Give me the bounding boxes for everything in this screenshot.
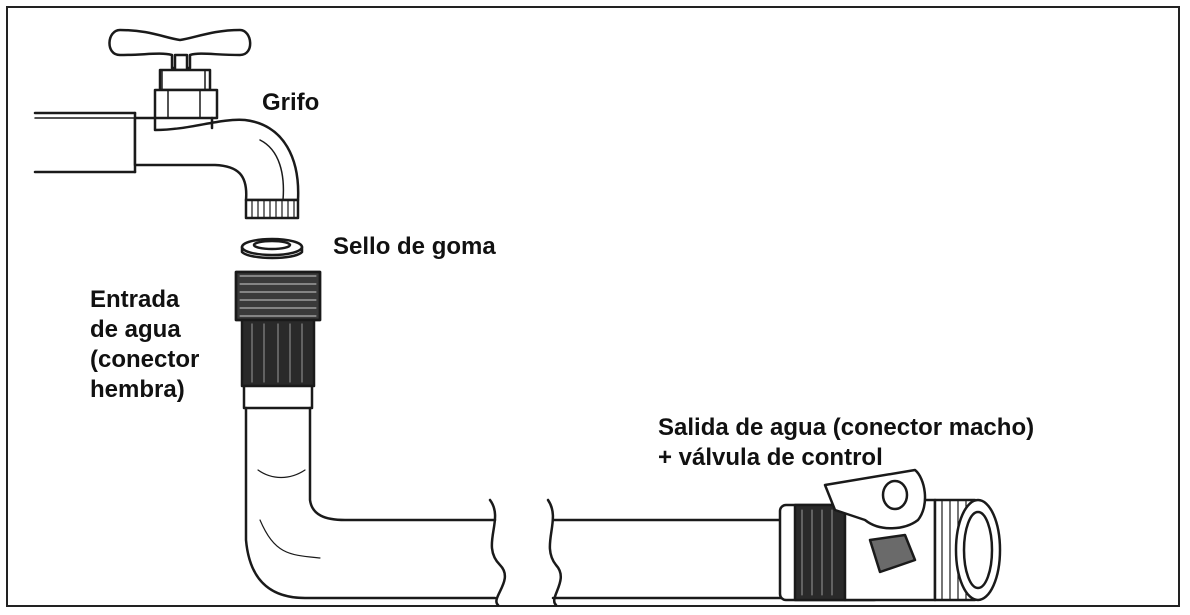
rubber-seal-label: Sello de goma (333, 232, 496, 262)
hose-straight (553, 520, 800, 598)
water-inlet-label-line-2: de agua (90, 315, 199, 345)
faucet-handle (109, 30, 250, 70)
water-inlet-label: Entrada de agua (conector hembra) (90, 285, 199, 405)
water-inlet-label-line-1: Entrada (90, 285, 199, 315)
female-connector (236, 272, 320, 408)
faucet-spout (135, 118, 298, 218)
water-inlet-label-line-4: hembra) (90, 375, 199, 405)
hose-break (490, 500, 561, 605)
wall-pipe (35, 113, 135, 172)
faucet-label: Grifo (262, 88, 319, 118)
water-inlet-label-line-3: (conector (90, 345, 199, 375)
water-outlet-label-line-2: + válvula de control (658, 443, 1034, 473)
hose-bend (246, 408, 495, 598)
water-outlet-label-line-1: Salida de agua (conector macho) (658, 413, 1034, 443)
rubber-seal (242, 239, 302, 258)
male-connector-valve (780, 470, 1000, 600)
water-outlet-label: Salida de agua (conector macho) + válvul… (658, 413, 1034, 473)
faucet-nut (155, 70, 217, 118)
